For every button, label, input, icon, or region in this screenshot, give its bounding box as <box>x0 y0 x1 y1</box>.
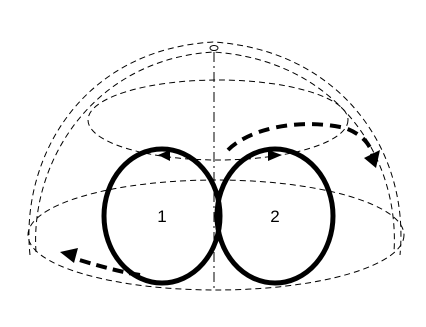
cell-2-label: 2 <box>270 207 279 226</box>
cell-1-arrow-icon <box>158 150 170 161</box>
axis-top-marker <box>210 46 218 51</box>
flow-path-left-arrow-icon <box>60 248 78 263</box>
upper-ellipse <box>88 80 348 160</box>
cell-1-label: 1 <box>157 207 166 226</box>
flow-path-right-arrow-icon <box>364 150 380 168</box>
flow-path-right <box>228 124 380 168</box>
convection-cell-2: 2 <box>217 149 333 283</box>
convection-cell-1: 1 <box>104 149 220 283</box>
hemisphere-outline <box>28 42 404 290</box>
